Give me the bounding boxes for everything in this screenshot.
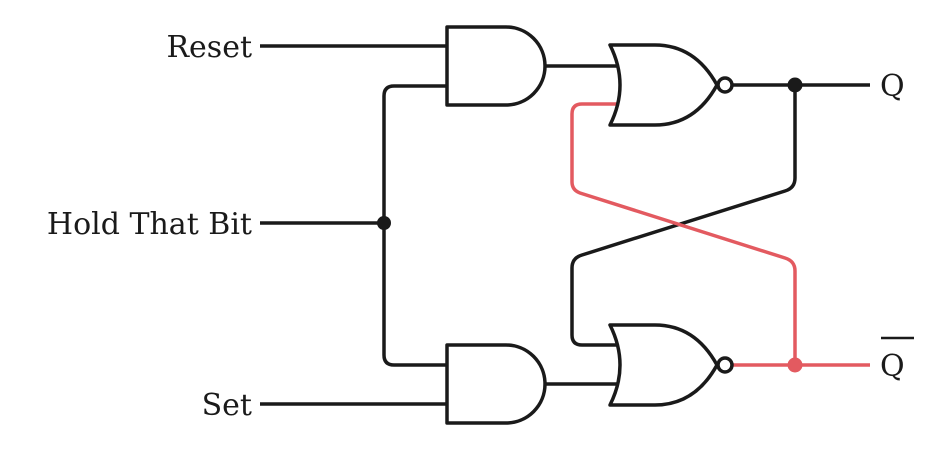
hold-branch-wire bbox=[382, 84, 447, 367]
reset-label: Reset bbox=[166, 30, 252, 65]
nor-bottom-bubble bbox=[716, 356, 734, 374]
qbar-feedback-wire bbox=[570, 102, 797, 365]
nor-gate-top bbox=[608, 43, 719, 127]
nor-top-bubble bbox=[716, 76, 734, 94]
hold-label: Hold That Bit bbox=[47, 207, 252, 242]
and-gate-bottom bbox=[445, 343, 547, 425]
and-gate-top bbox=[445, 25, 547, 107]
q-junction-dot bbox=[787, 77, 803, 93]
set-label: Set bbox=[202, 388, 252, 423]
hold-junction-dot bbox=[377, 216, 391, 230]
qbar-junction-dot bbox=[787, 357, 803, 373]
nor-gate-bottom bbox=[608, 323, 719, 407]
q-feedback-wire bbox=[570, 85, 797, 347]
q-label: Q bbox=[880, 69, 905, 104]
qbar-label: Q bbox=[880, 349, 905, 384]
